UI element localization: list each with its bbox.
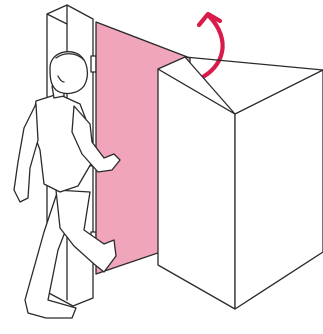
swing-arrow-icon [199,14,223,79]
wall-panel-icon [158,57,323,309]
